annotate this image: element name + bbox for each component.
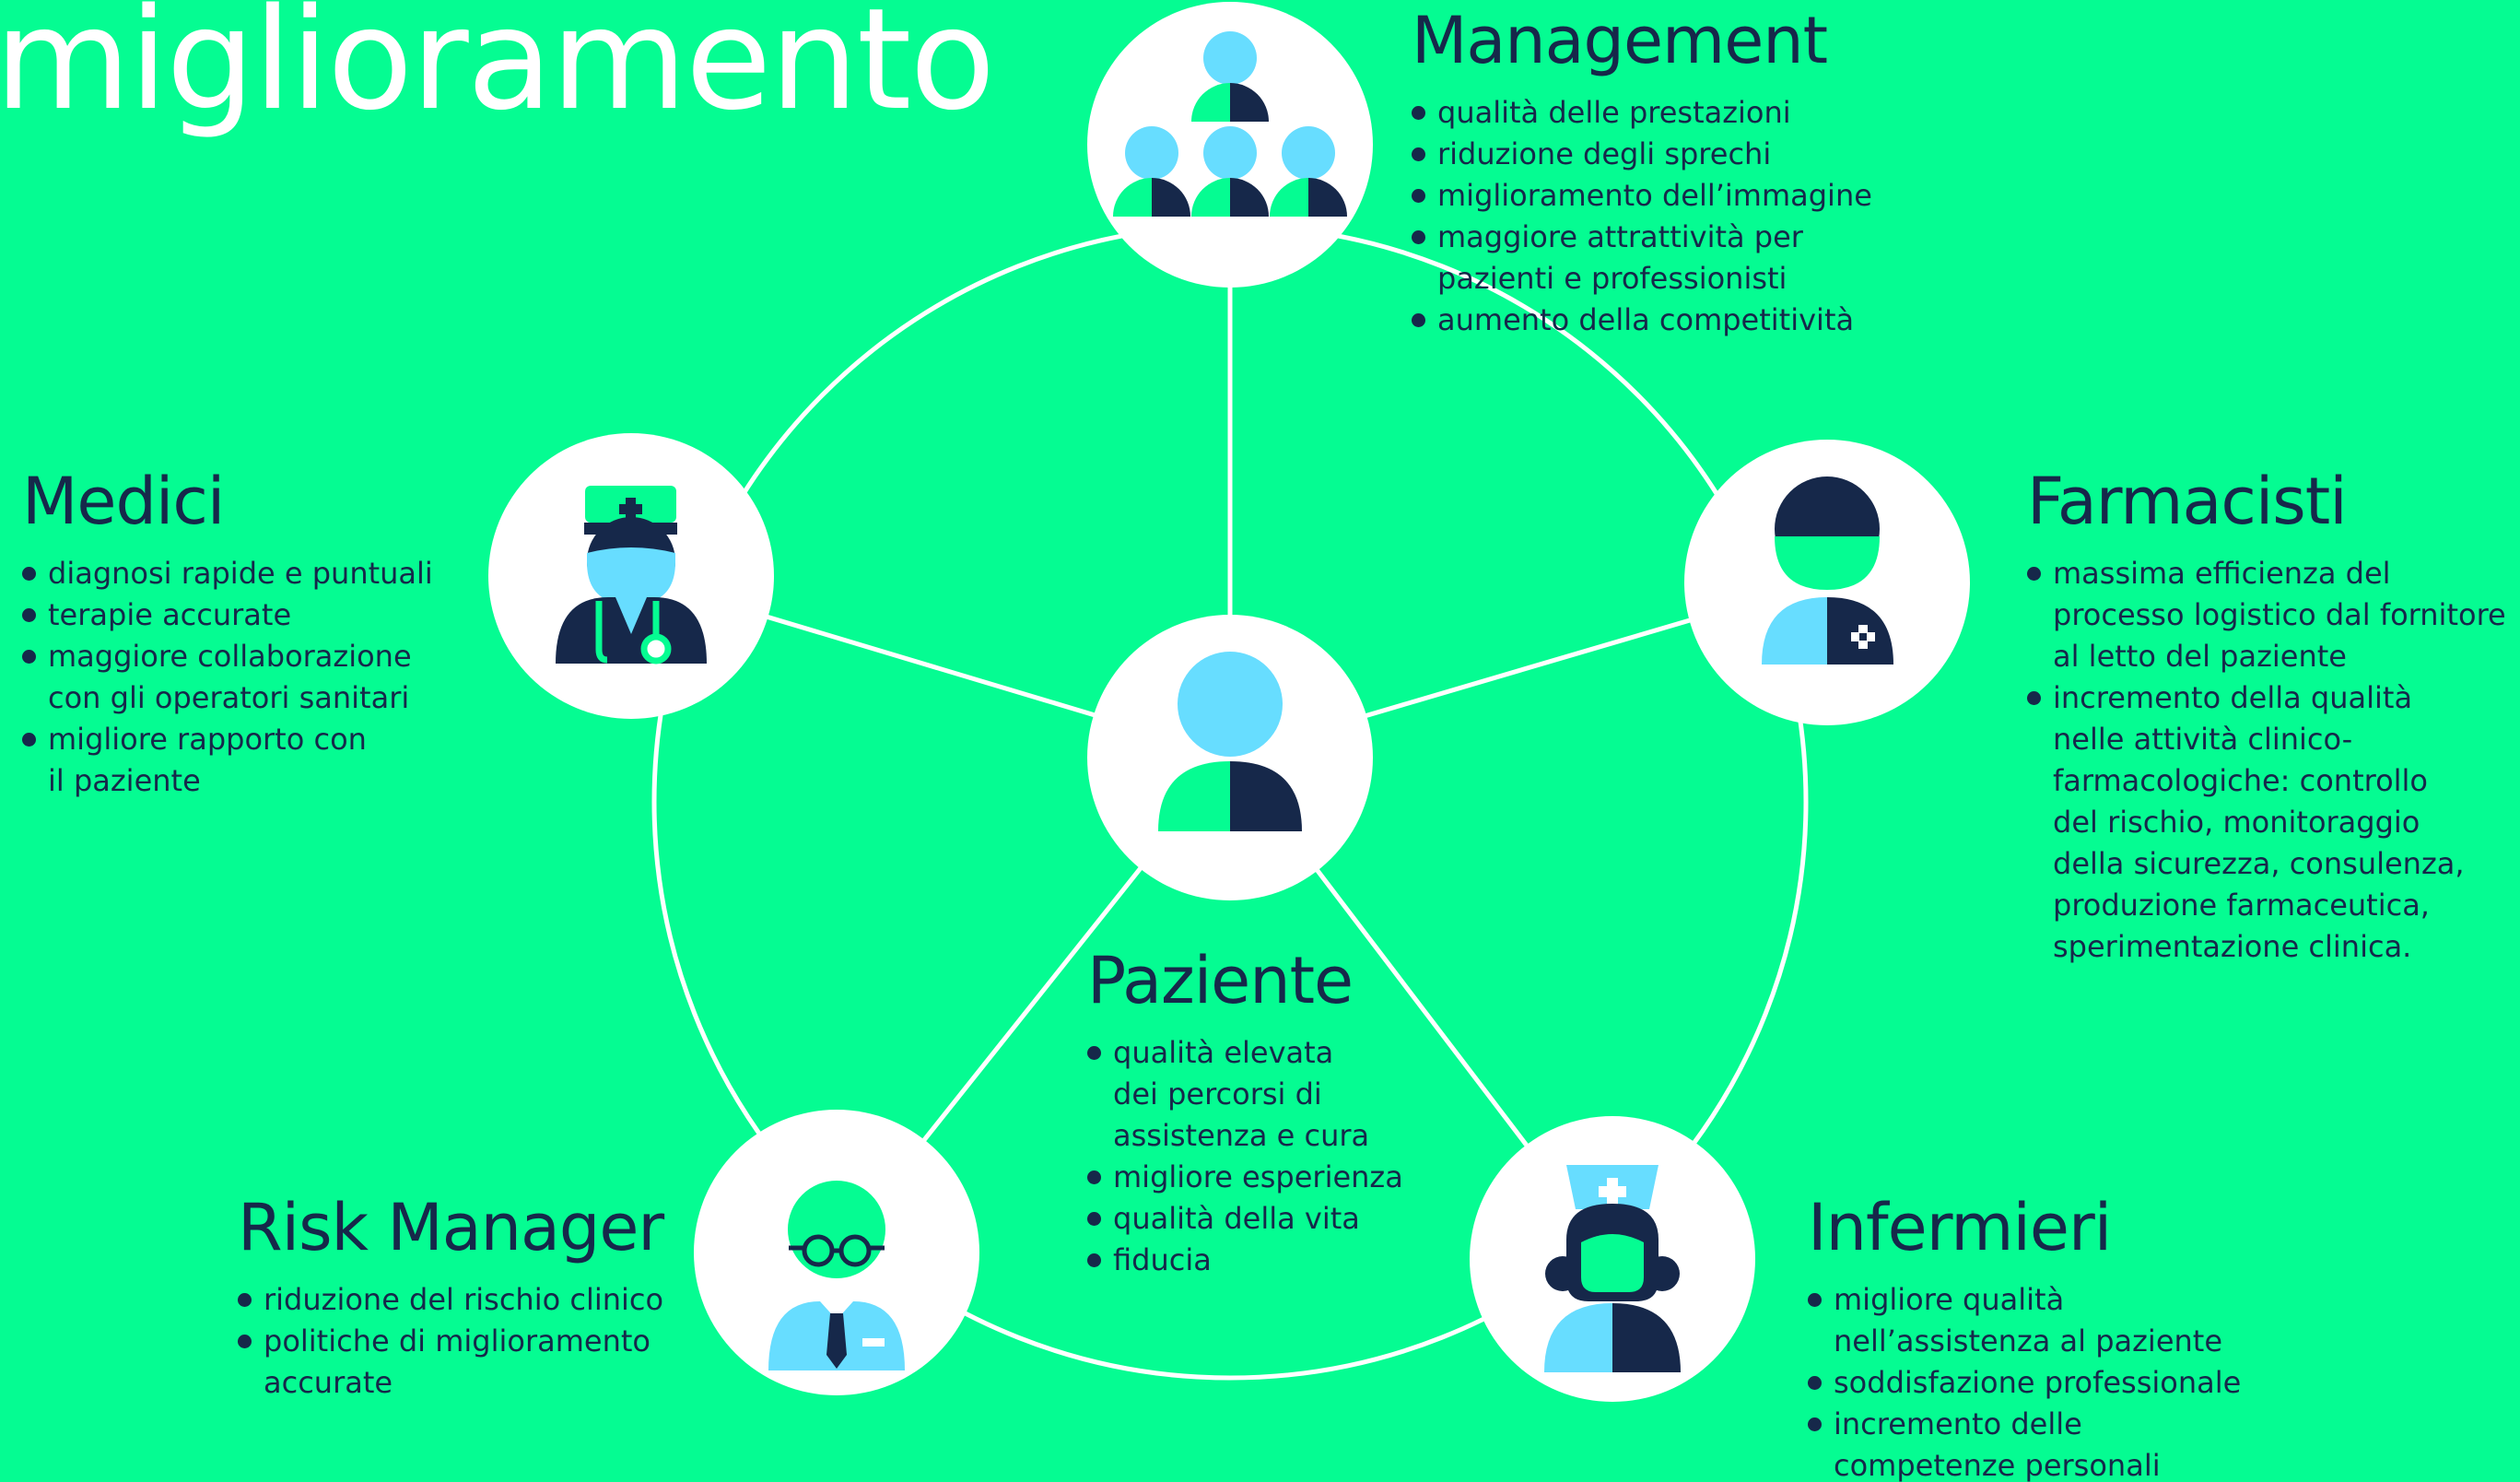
infermieri-title: Infermieri (1808, 1190, 2112, 1265)
list-item: massima efficienza del processo logistic… (2027, 553, 2506, 677)
medici-bullets: diagnosi rapide e puntuali terapie accur… (22, 553, 433, 802)
nurse-icon (1544, 1165, 1681, 1372)
medici-title: Medici (22, 464, 225, 539)
list-item: qualità elevata dei percorsi di assisten… (1087, 1032, 1403, 1157)
page-title: miglioramento (0, 0, 995, 141)
management-bullets: qualità delle prestazioni riduzione degl… (1412, 92, 1872, 341)
list-item: terapie accurate (22, 594, 433, 636)
doctor-icon (556, 486, 707, 665)
list-item: maggiore collaborazione con gli operator… (22, 636, 433, 719)
farmacisti-bullets: massima efficienza del processo logistic… (2027, 553, 2506, 968)
list-item: riduzione degli sprechi (1412, 134, 1872, 175)
paziente-bullets: qualità elevata dei percorsi di assisten… (1087, 1032, 1403, 1281)
list-item: aumento della competitività (1412, 300, 1872, 341)
list-item: qualità delle prestazioni (1412, 92, 1872, 134)
risk-manager-block: Risk Manager riduzione del rischio clini… (238, 1189, 664, 1404)
list-item: diagnosi rapide e puntuali (22, 553, 433, 594)
management-group-icon (1113, 31, 1347, 217)
list-item: incremento delle competenze personali (1808, 1404, 2241, 1482)
list-item: qualità della vita (1087, 1198, 1403, 1240)
infermieri-block: Infermieri migliore qualità nell’assiste… (1808, 1189, 2241, 1482)
paziente-title: Paziente (1087, 943, 1354, 1018)
farmacisti-block: Farmacisti massima efficienza del proces… (2027, 463, 2506, 968)
list-item: riduzione del rischio clinico (238, 1279, 663, 1321)
list-item: politiche di miglioramento accurate (238, 1321, 663, 1404)
farmacisti-title: Farmacisti (2027, 464, 2348, 539)
list-item: miglioramento dell’immagine (1412, 175, 1872, 217)
list-item: incremento della qualità nelle attività … (2027, 677, 2506, 968)
infermieri-bullets: migliore qualità nell’assistenza al pazi… (1808, 1279, 2241, 1482)
management-block: Management qualità delle prestazioni rid… (1412, 2, 1872, 341)
risk-manager-icon (768, 1181, 905, 1370)
pharmacist-icon (1762, 476, 1893, 665)
list-item: fiducia (1087, 1240, 1403, 1281)
medici-block: Medici diagnosi rapide e puntuali terapi… (22, 463, 433, 802)
risk-manager-title: Risk Manager (238, 1190, 664, 1265)
list-item: soddisfazione professionale (1808, 1362, 2241, 1404)
management-title: Management (1412, 3, 1828, 78)
risk-manager-bullets: riduzione del rischio clinico politiche … (238, 1279, 663, 1404)
list-item: migliore esperienza (1087, 1157, 1403, 1198)
list-item: migliore qualità nell’assistenza al pazi… (1808, 1279, 2241, 1362)
patient-icon (1158, 652, 1302, 831)
list-item: maggiore attrattività per pazienti e pro… (1412, 217, 1872, 300)
list-item: migliore rapporto con il paziente (22, 719, 433, 802)
paziente-block: Paziente qualità elevata dei percorsi di… (1087, 942, 1403, 1281)
